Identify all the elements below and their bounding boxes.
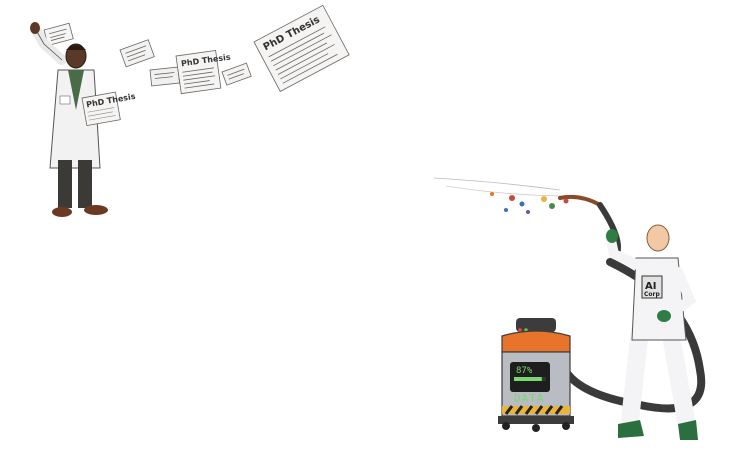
scientist-hand xyxy=(30,22,40,34)
vacuum-wheel-left xyxy=(502,422,510,430)
vacuum-wheel-right xyxy=(562,422,570,430)
worker-head xyxy=(646,224,670,252)
held-thesis: PhD Thesis xyxy=(81,91,136,127)
vacuum-progress-text: 87% xyxy=(516,366,533,376)
scientist-leg-left xyxy=(58,160,72,208)
vacuum-hazard-stripes xyxy=(502,405,570,415)
paper-thesis-1: PhD Thesis xyxy=(175,49,231,95)
vacuum-lid xyxy=(501,330,571,353)
ai-corp-worker: AI Corp xyxy=(605,224,698,440)
scientist-shoe-left xyxy=(52,207,72,217)
paper-small-1 xyxy=(43,22,74,46)
badge-ai-text: AI xyxy=(645,281,656,292)
badge-corp-text: Corp xyxy=(644,291,660,298)
worker-glove-right xyxy=(657,310,671,322)
scientist-id-badge xyxy=(59,95,71,105)
paper-small-2 xyxy=(119,39,155,68)
ai-corp-badge xyxy=(641,275,663,299)
flying-papers: PhD Thesis PhD Thesis xyxy=(43,4,350,95)
vacuum-wheel-middle xyxy=(532,424,540,432)
paper-small-3 xyxy=(149,66,180,87)
paper-small-4 xyxy=(221,62,252,86)
data-spray xyxy=(433,177,602,214)
vacuum-cleaner: 87% DATA xyxy=(498,318,574,432)
worker-boot-left xyxy=(618,420,644,438)
vacuum-data-label: DATA xyxy=(514,392,545,405)
worker-boot-right xyxy=(678,420,698,440)
scientist-figure: PhD Thesis xyxy=(30,22,136,217)
vacuum-progress-fill xyxy=(514,377,542,381)
worker-glove-left xyxy=(606,229,618,243)
paper-thesis-2: PhD Thesis xyxy=(253,4,350,92)
scientist-shoe-right xyxy=(84,205,108,215)
vacuum-handle xyxy=(516,318,556,332)
scientist-leg-right xyxy=(78,160,92,208)
scientist-shirt xyxy=(68,70,84,110)
